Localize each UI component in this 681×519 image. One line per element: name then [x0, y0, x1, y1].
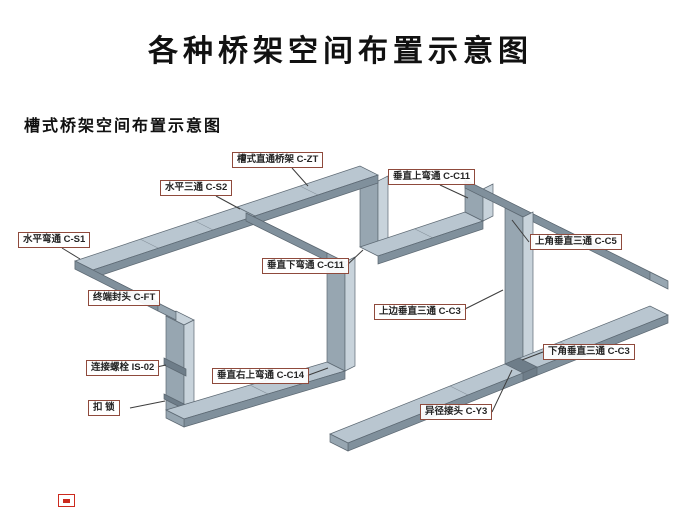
- tray-riser-left: [163, 310, 195, 420]
- tray-mid-run: [359, 211, 484, 265]
- page-title: 各种桥架空间布置示意图: [148, 35, 533, 68]
- tray-riser-down: [359, 171, 389, 257]
- label-lock-clasp: 扣 锁: [88, 400, 120, 416]
- label-horizontal-bend: 水平弯通 C-S1: [18, 232, 91, 248]
- label-vertical-up-bend: 垂直上弯通 C-C11: [388, 169, 476, 185]
- watermark-logo: [58, 494, 75, 507]
- label-reducer-joint: 异径接头 C-Y3: [420, 404, 493, 420]
- tray-bottom-run: [329, 305, 669, 452]
- label-top-corner-tee: 上角垂直三通 C-C5: [530, 234, 622, 250]
- label-top-side-tee: 上边垂直三通 C-C3: [374, 304, 466, 320]
- label-end-cap: 终端封头 C-FT: [88, 290, 161, 306]
- label-connection-bolt: 连接螺栓 IS-02: [86, 360, 160, 376]
- tray-post-right: [504, 207, 534, 374]
- label-straight-tray: 槽式直通桥架 C-ZT: [232, 152, 324, 168]
- tray-straight-top: [236, 165, 379, 225]
- section-subtitle: 槽式桥架空间布置示意图: [24, 118, 223, 135]
- label-horizontal-tee: 水平三通 C-S2: [160, 180, 233, 196]
- label-vertical-down-bend: 垂直下弯通 C-C11: [262, 258, 350, 274]
- label-bottom-corner-tee: 下角垂直三通 C-C3: [543, 344, 635, 360]
- tray-riser-branch: [326, 252, 356, 372]
- label-vertical-right-up-bend: 垂直右上弯通 C-C14: [212, 368, 310, 384]
- tray-upper-left-run: [74, 206, 256, 279]
